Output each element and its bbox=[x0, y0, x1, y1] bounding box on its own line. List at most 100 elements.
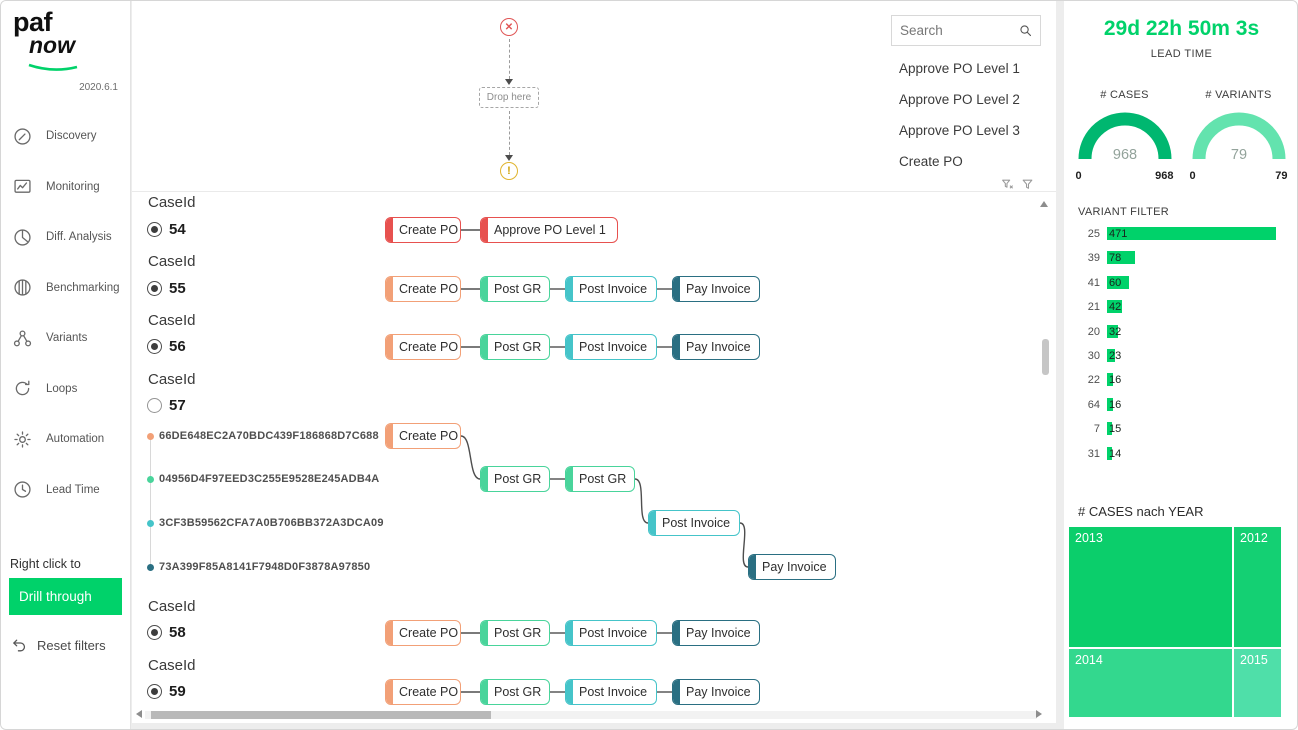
activity-node[interactable]: Create PO bbox=[385, 334, 461, 360]
svg-text:968: 968 bbox=[1112, 147, 1136, 163]
case-radio[interactable] bbox=[147, 281, 162, 296]
drop-here-target[interactable]: Drop here bbox=[479, 87, 539, 108]
activity-node[interactable]: Pay Invoice bbox=[672, 620, 760, 646]
activity-label: Post Invoice bbox=[579, 340, 648, 354]
variant-bar[interactable] bbox=[1107, 251, 1135, 265]
vertical-scrollbar-thumb[interactable] bbox=[1042, 339, 1049, 375]
activity-node[interactable]: Post Invoice bbox=[565, 276, 657, 302]
activity-node[interactable]: Create PO bbox=[385, 423, 461, 449]
case-radio[interactable] bbox=[147, 625, 162, 640]
sidebar-item-discovery[interactable]: Discovery bbox=[1, 111, 130, 162]
sidebar-item-benchmarking[interactable]: Benchmarking bbox=[1, 262, 130, 313]
variant-case-count: 60 bbox=[1109, 276, 1122, 289]
drill-through-button[interactable]: Drill through bbox=[9, 578, 122, 615]
activity-node[interactable]: Post GR bbox=[480, 466, 550, 492]
sidebar-item-label: Variants bbox=[46, 332, 88, 345]
remove-node-icon[interactable]: ✕ bbox=[500, 18, 518, 36]
activity-label: Pay Invoice bbox=[686, 282, 751, 296]
gauge-arc: 968 bbox=[1078, 112, 1171, 163]
treemap-cell-2012[interactable]: 2012 bbox=[1234, 527, 1281, 647]
case-radio[interactable] bbox=[147, 222, 162, 237]
scroll-up-arrow[interactable] bbox=[1040, 201, 1048, 207]
activity-node[interactable]: Pay Invoice bbox=[672, 334, 760, 360]
sidebar-item-leadtime[interactable]: Lead Time bbox=[1, 464, 130, 515]
variant-bar[interactable] bbox=[1107, 373, 1113, 387]
activity-node[interactable]: Post GR bbox=[480, 679, 550, 705]
sidebar-item-loops[interactable]: Loops bbox=[1, 363, 130, 414]
sidebar-item-label: Lead Time bbox=[46, 483, 100, 496]
sidebar-item-diff[interactable]: Diff. Analysis bbox=[1, 212, 130, 263]
activity-node[interactable]: Post GR bbox=[565, 466, 635, 492]
treemap-cell-2014[interactable]: 2014 bbox=[1069, 649, 1232, 717]
variant-bar[interactable] bbox=[1107, 300, 1122, 314]
search-result-item[interactable]: Approve PO Level 3 bbox=[891, 115, 1041, 146]
activity-label: Create PO bbox=[399, 282, 459, 296]
activity-node[interactable]: Post Invoice bbox=[565, 679, 657, 705]
variant-bar[interactable] bbox=[1107, 227, 1276, 240]
activity-node[interactable]: Pay Invoice bbox=[748, 554, 836, 580]
sidebar-item-automation[interactable]: Automation bbox=[1, 414, 130, 465]
filter-icon[interactable] bbox=[1021, 178, 1034, 196]
sidebar-item-variants[interactable]: Variants bbox=[1, 313, 130, 364]
variant-bar[interactable] bbox=[1107, 397, 1113, 411]
activity-label: Post Invoice bbox=[579, 685, 648, 699]
variant-bar[interactable] bbox=[1107, 446, 1112, 460]
case-id: 55 bbox=[169, 280, 186, 297]
arrow-down-icon bbox=[504, 155, 513, 161]
treemap-cell-2015[interactable]: 2015 bbox=[1234, 649, 1281, 717]
variant-bar[interactable] bbox=[1107, 275, 1129, 289]
case-radio[interactable] bbox=[147, 339, 162, 354]
activity-node[interactable]: Post GR bbox=[480, 620, 550, 646]
activity-node[interactable]: Post Invoice bbox=[648, 510, 740, 536]
activity-node[interactable]: Post Invoice bbox=[565, 620, 657, 646]
horizontal-scrollbar-thumb[interactable] bbox=[151, 711, 491, 719]
horizontal-scrollbar[interactable] bbox=[145, 711, 1037, 719]
activity-node[interactable]: Create PO bbox=[385, 620, 461, 646]
activity-node[interactable]: Create PO bbox=[385, 276, 461, 302]
case-radio[interactable] bbox=[147, 398, 162, 413]
variant-bar[interactable] bbox=[1107, 348, 1115, 362]
activity-node[interactable]: Approve PO Level 1 bbox=[480, 217, 618, 243]
activity-color-bar bbox=[386, 680, 393, 704]
activity-color-bar bbox=[386, 277, 393, 301]
treemap-cell-2013[interactable]: 2013 bbox=[1069, 527, 1232, 647]
activity-label: Post GR bbox=[494, 685, 542, 699]
activity-node[interactable]: Create PO bbox=[385, 679, 461, 705]
reset-filters-button[interactable]: Reset filters bbox=[11, 637, 106, 654]
activity-label: Pay Invoice bbox=[686, 626, 751, 640]
search-result-item[interactable]: Create PO bbox=[891, 146, 1041, 177]
search-result-item[interactable]: Approve PO Level 2 bbox=[891, 84, 1041, 115]
case-id: 59 bbox=[169, 683, 186, 700]
search-result-item[interactable]: Approve PO Level 1 bbox=[891, 53, 1041, 84]
search-input[interactable] bbox=[892, 22, 1018, 39]
variant-bar[interactable] bbox=[1107, 422, 1112, 436]
activity-node[interactable]: Post GR bbox=[480, 276, 550, 302]
activity-color-bar bbox=[566, 277, 573, 301]
activity-node[interactable]: Create PO bbox=[385, 217, 461, 243]
scroll-right-arrow[interactable] bbox=[1036, 710, 1042, 718]
activity-node[interactable]: Pay Invoice bbox=[672, 276, 760, 302]
sidebar-item-monitoring[interactable]: Monitoring bbox=[1, 161, 130, 212]
activity-node[interactable]: Post GR bbox=[480, 334, 550, 360]
treemap-title: # CASES nach YEAR bbox=[1078, 504, 1204, 519]
warning-node-icon[interactable]: ! bbox=[500, 162, 518, 180]
activity-node[interactable]: Pay Invoice bbox=[672, 679, 760, 705]
activity-label: Post GR bbox=[494, 340, 542, 354]
clear-filter-icon[interactable] bbox=[1001, 178, 1014, 196]
scroll-left-arrow[interactable] bbox=[136, 710, 142, 718]
activity-node[interactable]: Post Invoice bbox=[565, 334, 657, 360]
variant-bar[interactable] bbox=[1107, 324, 1118, 338]
case-radio[interactable] bbox=[147, 684, 162, 699]
